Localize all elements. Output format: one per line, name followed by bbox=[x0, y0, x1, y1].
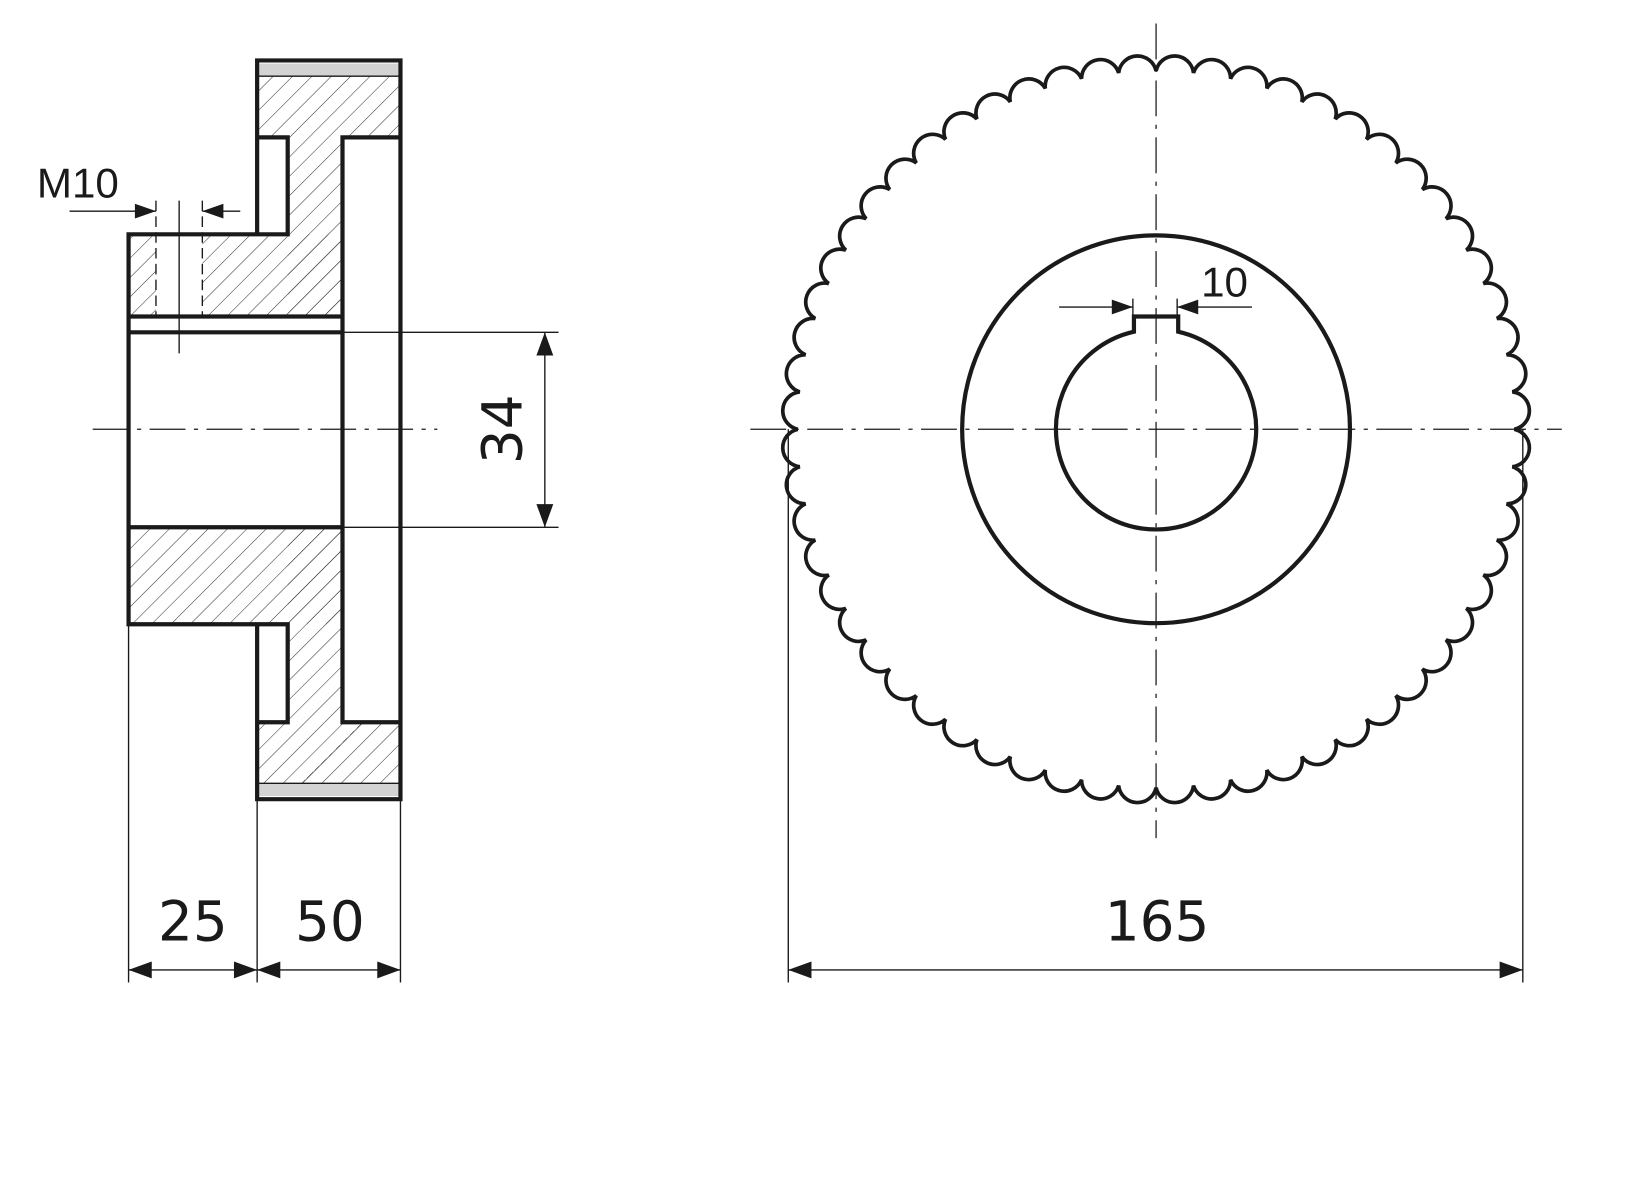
hatched-section bbox=[128, 76, 401, 784]
outer-diameter-dimension: 165 bbox=[787, 429, 1524, 983]
front-view bbox=[750, 23, 1562, 839]
width-label: 50 bbox=[295, 889, 365, 953]
thread-label: M10 bbox=[37, 159, 119, 206]
outer-diameter-label: 165 bbox=[1105, 889, 1210, 953]
hub-length-label: 25 bbox=[158, 889, 228, 953]
bore-with-keyway bbox=[1053, 314, 1259, 532]
bore-dimension: 34 bbox=[342, 331, 559, 528]
side-section-view bbox=[92, 58, 438, 802]
thread-dimension: M10 bbox=[37, 159, 241, 219]
tooth-strip-top bbox=[259, 63, 399, 77]
bore-diameter-label: 34 bbox=[471, 394, 535, 464]
tooth-strip-bottom bbox=[259, 783, 399, 797]
keyway-dimension: 10 bbox=[1059, 258, 1252, 317]
length-dimensions: 25 50 bbox=[127, 624, 402, 983]
keyway-width-label: 10 bbox=[1201, 258, 1248, 305]
